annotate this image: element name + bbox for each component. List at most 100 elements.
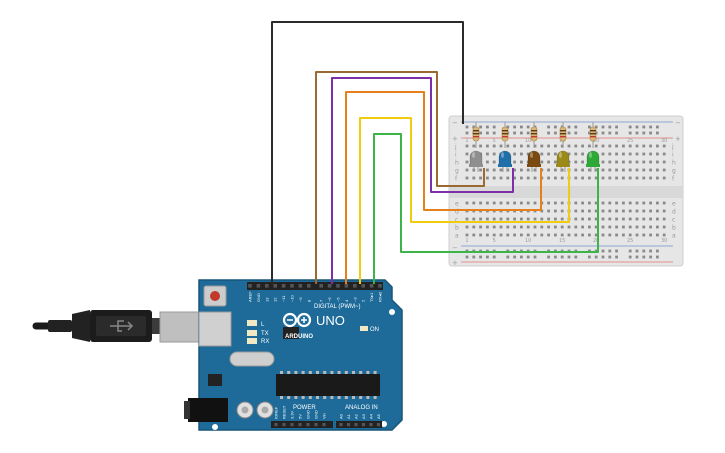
led[interactable] bbox=[469, 150, 483, 166]
header-pin[interactable] bbox=[319, 284, 323, 288]
breadboard-hole[interactable] bbox=[540, 225, 544, 229]
rail-hole[interactable] bbox=[574, 131, 578, 135]
wire-yellow[interactable] bbox=[359, 117, 570, 284]
rail-hole[interactable] bbox=[506, 125, 510, 129]
breadboard-hole[interactable] bbox=[581, 176, 584, 180]
breadboard-hole[interactable] bbox=[574, 233, 578, 237]
rail-hole[interactable] bbox=[635, 255, 639, 259]
breadboard-hole[interactable] bbox=[649, 201, 652, 205]
breadboard-hole[interactable] bbox=[526, 201, 530, 205]
rail-hole[interactable] bbox=[594, 125, 598, 129]
rail-hole[interactable] bbox=[465, 131, 469, 135]
breadboard-hole[interactable] bbox=[465, 144, 469, 148]
rail-hole[interactable] bbox=[642, 125, 646, 129]
breadboard-hole[interactable] bbox=[506, 233, 510, 237]
rail-hole[interactable] bbox=[628, 249, 632, 253]
breadboard-hole[interactable] bbox=[574, 176, 578, 180]
breadboard-hole[interactable] bbox=[628, 233, 632, 237]
breadboard-hole[interactable] bbox=[567, 233, 571, 237]
breadboard-hole[interactable] bbox=[574, 160, 578, 164]
breadboard-hole[interactable] bbox=[533, 144, 537, 148]
breadboard-hole[interactable] bbox=[574, 209, 578, 213]
breadboard-hole[interactable] bbox=[642, 217, 646, 221]
breadboard-hole[interactable] bbox=[594, 168, 598, 172]
breadboard-hole[interactable] bbox=[628, 168, 632, 172]
breadboard-hole[interactable] bbox=[662, 176, 666, 180]
rail-hole[interactable] bbox=[492, 255, 496, 259]
breadboard-hole[interactable] bbox=[499, 233, 503, 237]
rail-hole[interactable] bbox=[656, 125, 659, 129]
rail-hole[interactable] bbox=[567, 131, 571, 135]
breadboard-hole[interactable] bbox=[547, 225, 550, 229]
breadboard-hole[interactable] bbox=[649, 176, 652, 180]
header-pin[interactable] bbox=[369, 284, 374, 288]
breadboard-hole[interactable] bbox=[656, 176, 659, 180]
rail-hole[interactable] bbox=[656, 249, 659, 253]
breadboard-hole[interactable] bbox=[615, 233, 618, 237]
breadboard-hole[interactable] bbox=[608, 201, 612, 205]
breadboard-hole[interactable] bbox=[472, 225, 476, 229]
breadboard-hole[interactable] bbox=[492, 160, 496, 164]
breadboard-hole[interactable] bbox=[581, 160, 584, 164]
breadboard-hole[interactable] bbox=[499, 217, 503, 221]
rail-hole[interactable] bbox=[554, 255, 557, 259]
breadboard-hole[interactable] bbox=[608, 144, 612, 148]
breadboard-hole[interactable] bbox=[506, 168, 510, 172]
breadboard-hole[interactable] bbox=[567, 144, 571, 148]
breadboard-hole[interactable] bbox=[492, 168, 496, 172]
header-pin[interactable] bbox=[339, 423, 343, 427]
breadboard-hole[interactable] bbox=[581, 217, 584, 221]
rail-hole[interactable] bbox=[472, 125, 476, 129]
breadboard-hole[interactable] bbox=[560, 217, 564, 221]
header-pin[interactable] bbox=[290, 284, 294, 288]
breadboard-hole[interactable] bbox=[608, 217, 612, 221]
header-pin[interactable] bbox=[307, 284, 311, 288]
breadboard-hole[interactable] bbox=[520, 168, 523, 172]
breadboard-hole[interactable] bbox=[492, 217, 496, 221]
rail-hole[interactable] bbox=[615, 249, 618, 253]
rail-hole[interactable] bbox=[486, 131, 489, 135]
breadboard-hole[interactable] bbox=[486, 217, 489, 221]
rail-hole[interactable] bbox=[642, 255, 646, 259]
breadboard-hole[interactable] bbox=[520, 144, 523, 148]
rail-hole[interactable] bbox=[465, 125, 469, 129]
breadboard-hole[interactable] bbox=[635, 209, 639, 213]
wire-brown[interactable] bbox=[315, 71, 485, 284]
breadboard-hole[interactable] bbox=[649, 144, 652, 148]
wire-ground[interactable] bbox=[271, 21, 464, 284]
breadboard-hole[interactable] bbox=[506, 201, 510, 205]
breadboard-hole[interactable] bbox=[526, 152, 530, 156]
led[interactable] bbox=[586, 150, 600, 166]
rail-hole[interactable] bbox=[567, 255, 571, 259]
breadboard-hole[interactable] bbox=[526, 233, 530, 237]
header-pin[interactable] bbox=[336, 284, 340, 288]
breadboard-hole[interactable] bbox=[628, 225, 632, 229]
breadboard-hole[interactable] bbox=[628, 176, 632, 180]
rail-hole[interactable] bbox=[615, 255, 618, 259]
breadboard-hole[interactable] bbox=[642, 225, 646, 229]
breadboard-hole[interactable] bbox=[662, 201, 666, 205]
breadboard-hole[interactable] bbox=[628, 144, 632, 148]
breadboard-hole[interactable] bbox=[513, 225, 516, 229]
breadboard-hole[interactable] bbox=[465, 233, 469, 237]
breadboard-hole[interactable] bbox=[472, 201, 476, 205]
breadboard-hole[interactable] bbox=[622, 233, 625, 237]
breadboard-hole[interactable] bbox=[547, 233, 550, 237]
breadboard-hole[interactable] bbox=[662, 168, 666, 172]
breadboard-hole[interactable] bbox=[547, 160, 550, 164]
breadboard-hole[interactable] bbox=[622, 209, 625, 213]
breadboard-hole[interactable] bbox=[608, 225, 612, 229]
breadboard-hole[interactable] bbox=[642, 152, 646, 156]
breadboard-hole[interactable] bbox=[574, 201, 578, 205]
breadboard-hole[interactable] bbox=[649, 233, 652, 237]
breadboard-hole[interactable] bbox=[581, 233, 584, 237]
breadboard-hole[interactable] bbox=[492, 176, 496, 180]
breadboard-hole[interactable] bbox=[628, 201, 632, 205]
breadboard-hole[interactable] bbox=[472, 176, 476, 180]
header-pin[interactable] bbox=[298, 423, 302, 427]
breadboard-hole[interactable] bbox=[554, 152, 557, 156]
breadboard-hole[interactable] bbox=[520, 233, 523, 237]
breadboard-hole[interactable] bbox=[642, 176, 646, 180]
breadboard-hole[interactable] bbox=[547, 152, 550, 156]
breadboard-hole[interactable] bbox=[547, 201, 550, 205]
